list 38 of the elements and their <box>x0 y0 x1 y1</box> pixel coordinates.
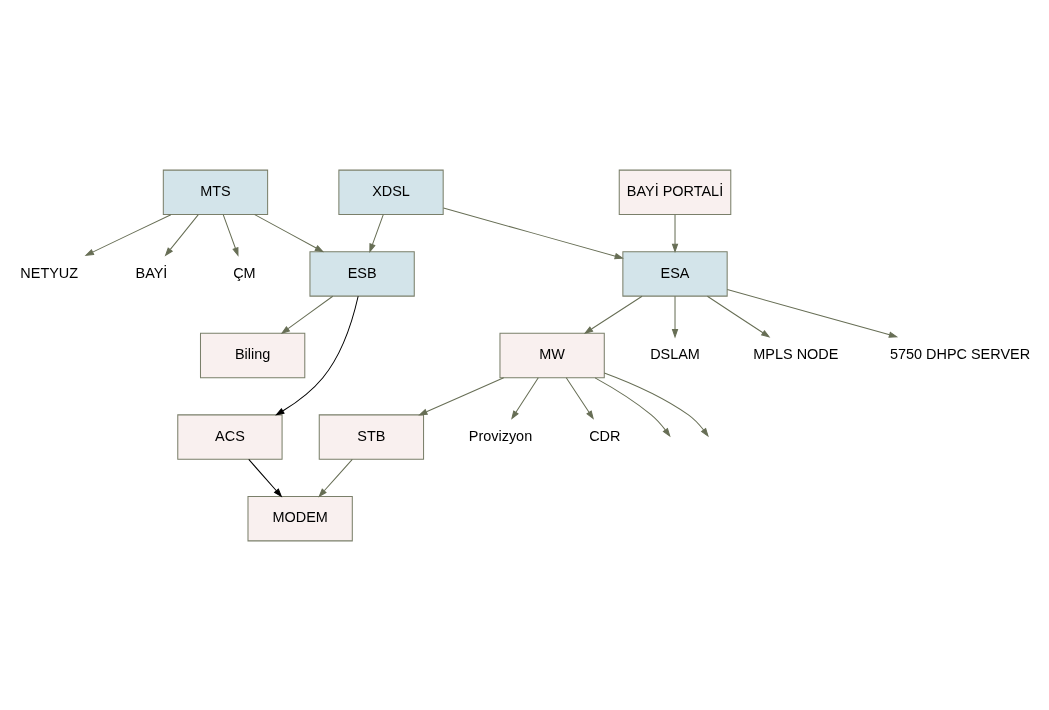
arrow <box>671 295 679 338</box>
arrow <box>275 295 359 415</box>
arrow <box>84 213 172 256</box>
arrow <box>369 213 384 253</box>
node-box: ESB <box>309 250 415 297</box>
arrow <box>254 213 325 252</box>
arrow <box>318 458 353 497</box>
node-box: ACS <box>177 413 283 460</box>
node-box: Biling <box>199 332 306 378</box>
arrow <box>603 372 709 437</box>
arrow <box>583 295 643 334</box>
node-text: MPLS NODE <box>753 345 839 362</box>
arrow <box>418 376 505 415</box>
node-box: BAYİ PORTALİ <box>618 169 732 215</box>
node-text: ÇM <box>233 264 256 281</box>
arrow <box>565 376 594 420</box>
arrow <box>248 458 283 497</box>
node-box: STB <box>318 413 425 460</box>
node-box: ESA <box>622 250 728 297</box>
node-box: MTS <box>162 169 269 215</box>
node-text: BAYİ <box>135 264 168 281</box>
node-text: DSLAM <box>650 345 700 362</box>
arrow <box>671 213 679 253</box>
node-text: Provizyon <box>468 427 533 444</box>
node-text: NETYUZ <box>20 264 79 281</box>
arrow <box>442 207 624 259</box>
arrow <box>222 213 239 257</box>
arrow <box>280 295 334 334</box>
node-box: MODEM <box>247 495 353 541</box>
arrow <box>164 213 199 256</box>
node-box: MW <box>499 332 605 378</box>
arrow <box>726 288 899 338</box>
arrow <box>706 295 771 338</box>
arrow <box>511 376 539 420</box>
node-box: XDSL <box>338 169 444 215</box>
node-text: 5750 DHPC SERVER <box>889 345 1031 362</box>
arrow <box>594 376 671 437</box>
node-text: CDR <box>589 427 621 444</box>
